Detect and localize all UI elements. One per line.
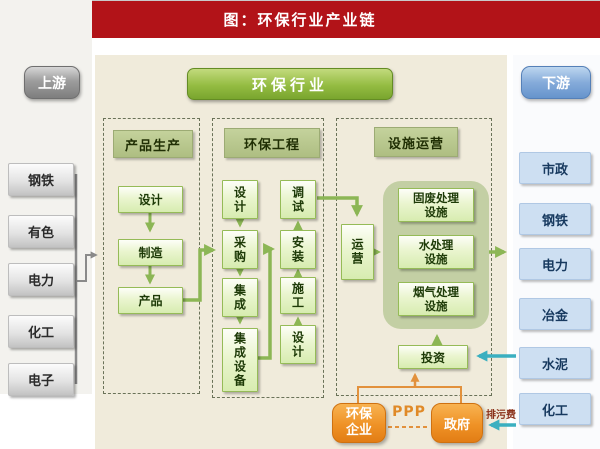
upstream-header: 上游 <box>24 66 80 99</box>
downstream-item-steel: 钢铁 <box>519 203 591 235</box>
downstream-item-chemical: 化工 <box>519 393 591 425</box>
engineering-step-procurement: 采购 <box>222 230 258 269</box>
engineering-step-construction: 施工 <box>280 277 316 314</box>
pollution-fee-label: 排污费 <box>486 409 516 421</box>
production-step-product: 产品 <box>118 287 183 314</box>
divider-line <box>0 0 600 1</box>
upstream-item-chemical: 化工 <box>8 315 74 348</box>
operation-header: 设施运营 <box>374 127 458 157</box>
downstream-header: 下游 <box>521 66 591 99</box>
engineering-step-design: 设计 <box>222 180 258 219</box>
engineering-step-design-2: 设计 <box>280 325 316 364</box>
engineering-header: 环保工程 <box>224 128 320 158</box>
downstream-item-power: 电力 <box>519 248 591 280</box>
ppp-label: PPP <box>392 404 426 420</box>
production-step-manufacture: 制造 <box>118 239 183 266</box>
downstream-item-cement: 水泥 <box>519 347 591 379</box>
upstream-item-nonferrous: 有色 <box>8 215 74 248</box>
engineering-step-integration: 集成 <box>222 278 258 317</box>
title-banner: 图：环保行业产业链 <box>0 0 600 38</box>
facility-solid-waste: 固废处理 设施 <box>398 188 474 222</box>
facility-water-treatment: 水处理 设施 <box>398 235 474 269</box>
industry-header: 环保行业 <box>187 68 393 100</box>
operation-operator-box: 运营 <box>341 224 374 280</box>
enterprise-box: 环保 企业 <box>332 403 386 443</box>
production-step-design: 设计 <box>118 186 183 213</box>
upstream-item-electronics: 电子 <box>8 363 74 396</box>
investment-box: 投资 <box>398 345 468 369</box>
upstream-item-power: 电力 <box>8 263 74 296</box>
upstream-item-steel: 钢铁 <box>8 163 74 196</box>
downstream-item-municipal: 市政 <box>519 152 591 184</box>
downstream-item-metallurgy: 冶金 <box>519 298 591 330</box>
engineering-step-commissioning: 调试 <box>280 180 316 219</box>
engineering-step-installation: 安装 <box>280 230 316 269</box>
government-box: 政府 <box>431 403 483 443</box>
diagram-title: 图：环保行业产业链 <box>223 10 377 29</box>
production-header: 产品生产 <box>113 130 193 158</box>
facility-flue-gas: 烟气处理 设施 <box>398 282 474 316</box>
engineering-step-integrated-equipment: 集成设备 <box>222 328 258 392</box>
